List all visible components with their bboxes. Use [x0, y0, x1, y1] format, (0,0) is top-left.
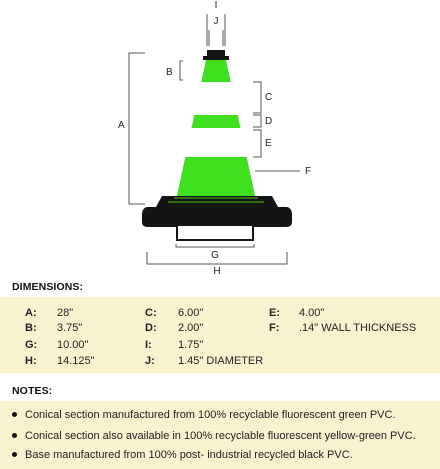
- bullet-icon: [12, 411, 17, 417]
- label-j: J: [214, 16, 219, 27]
- dimension-value: 1.75": [178, 339, 204, 351]
- note-item: Conical section also available in 100% r…: [12, 430, 416, 442]
- notes-panel: [0, 401, 440, 469]
- dimension-key: G:: [25, 339, 38, 351]
- dimension-e: E: 4.00": [269, 307, 324, 319]
- label-e: E: [265, 138, 272, 149]
- cone-ring-2: [168, 201, 264, 203]
- dimension-key: F:: [269, 322, 280, 334]
- label-i: I: [215, 0, 218, 11]
- label-d: D: [265, 116, 272, 127]
- dimension-key: H:: [25, 355, 37, 367]
- dimension-value: 1.45" DIAMETER: [178, 355, 264, 367]
- dimension-value: 3.75": [57, 322, 83, 334]
- dimension-key: B:: [25, 322, 37, 334]
- dimensions-panel: [0, 297, 440, 373]
- note-text: Conical section also available in 100% r…: [25, 430, 416, 442]
- cone-stripe-top: [192, 82, 240, 115]
- dimension-key: E:: [269, 307, 280, 319]
- dimensions-title: DIMENSIONS:: [12, 281, 84, 293]
- note-text: Base manufactured from 100% post- indust…: [25, 449, 353, 461]
- bracket-d: [253, 114, 262, 128]
- dimension-f: F: .14" WALL THICKNESS: [269, 322, 416, 334]
- bullet-icon: [12, 432, 17, 438]
- bracket-c: [253, 81, 262, 114]
- dimension-key: A:: [25, 307, 37, 319]
- base-opening: [178, 226, 252, 239]
- label-a: A: [118, 120, 125, 131]
- bracket-e: [253, 129, 262, 158]
- bracket-g: [175, 244, 255, 248]
- label-c: C: [265, 92, 272, 103]
- notes-title: NOTES:: [12, 385, 53, 397]
- dimension-key: J:: [145, 355, 155, 367]
- dimension-i: I: 1.75": [145, 339, 203, 351]
- label-h: H: [213, 266, 220, 276]
- dimension-d: D: 2.00": [145, 322, 203, 334]
- label-f: F: [305, 166, 311, 177]
- label-b: B: [166, 67, 173, 78]
- dimension-value: 4.00": [299, 307, 325, 319]
- dimension-b: B: 3.75": [25, 322, 82, 334]
- dimension-value: .14" WALL THICKNESS: [299, 322, 417, 334]
- note-item: Base manufactured from 100% post- indust…: [12, 449, 353, 461]
- dimension-value: 10.00": [57, 339, 89, 351]
- bracket-h: [146, 252, 288, 265]
- dimension-key: C:: [145, 307, 157, 319]
- dimension-a: A: 28": [25, 307, 73, 319]
- cone-top-cap: [203, 56, 229, 60]
- label-g: G: [211, 250, 219, 261]
- note-item: Conical section manufactured from 100% r…: [12, 409, 396, 421]
- note-text: Conical section manufactured from 100% r…: [25, 409, 396, 421]
- cone-stripe-bottom: [183, 128, 249, 157]
- cone-ring-1: [174, 197, 258, 199]
- dimension-value: 28": [57, 307, 74, 319]
- bullet-icon: [12, 451, 17, 457]
- dimension-key: D:: [145, 322, 157, 334]
- bracket-b: [179, 60, 183, 81]
- dimension-key: I:: [145, 339, 152, 351]
- dimension-c: C: 6.00": [145, 307, 203, 319]
- dimension-value: 14.125": [57, 355, 95, 367]
- dimension-j: J: 1.45" DIAMETER: [145, 355, 263, 367]
- dimension-value: 6.00": [178, 307, 204, 319]
- traffic-cone-diagram: I J A B C D E F G H: [118, 0, 311, 276]
- dimension-g: G: 10.00": [25, 339, 88, 351]
- dimension-value: 2.00": [178, 322, 204, 334]
- cone-top-knob: [207, 50, 225, 58]
- dimension-h: H: 14.125": [25, 355, 95, 367]
- bracket-a: [128, 52, 145, 205]
- cone-base: [142, 207, 292, 227]
